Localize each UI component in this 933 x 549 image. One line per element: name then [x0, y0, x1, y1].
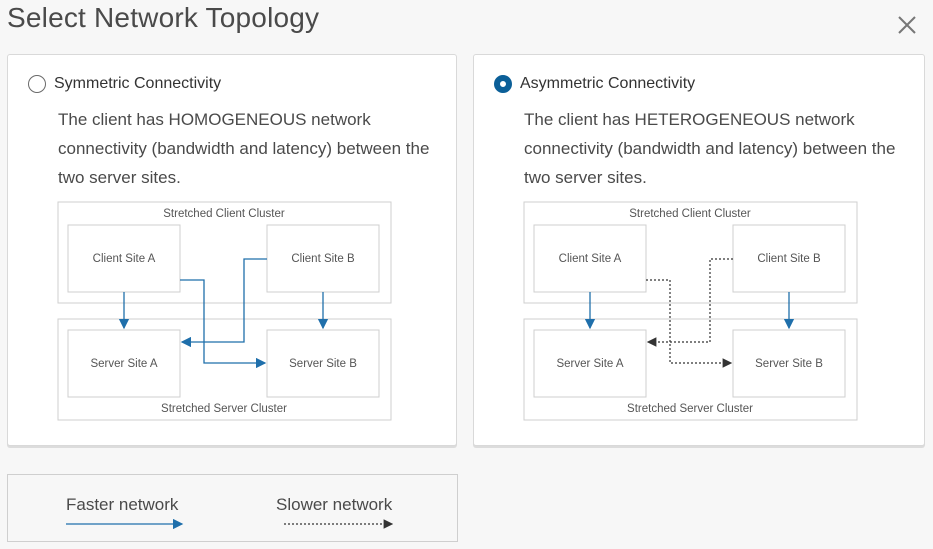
legend-slower-line	[284, 519, 394, 529]
radio-unchecked-icon[interactable]	[28, 75, 46, 93]
client-site-a-label: Client Site A	[559, 253, 622, 265]
network-legend: Faster network Slower network	[7, 474, 458, 542]
symmetric-topology-diagram: Stretched Client Cluster Client Site A C…	[57, 201, 392, 421]
legend-faster-label: Faster network	[66, 495, 179, 514]
asymmetric-option-card[interactable]: Asymmetric Connectivity The client has H…	[473, 54, 925, 446]
legend-faster-line	[66, 519, 184, 529]
asymmetric-radio-row[interactable]: Asymmetric Connectivity	[494, 73, 695, 95]
fast-link-cb-sa	[180, 258, 267, 348]
server-site-b-label: Server Site B	[755, 358, 823, 370]
slow-link-ca-sb	[646, 279, 733, 368]
slow-link-cb-sa	[646, 258, 733, 347]
client-site-a-box	[533, 224, 647, 293]
server-site-b-label: Server Site B	[289, 358, 357, 370]
asymmetric-option-label: Asymmetric Connectivity	[520, 75, 696, 92]
symmetric-option-card[interactable]: Symmetric Connectivity The client has HO…	[7, 54, 457, 446]
server-site-a-label: Server Site A	[90, 358, 157, 370]
close-icon	[898, 16, 916, 34]
client-site-a-label: Client Site A	[93, 253, 156, 265]
server-site-a-box	[67, 329, 181, 398]
legend-slower-label: Slower network	[276, 495, 393, 514]
symmetric-option-label: Symmetric Connectivity	[54, 75, 222, 92]
server-site-b-box	[266, 329, 380, 398]
fast-link-ca-sb	[180, 279, 267, 369]
server-site-a-label: Server Site A	[556, 358, 623, 370]
server-site-a-box	[533, 329, 647, 398]
close-button[interactable]	[895, 13, 919, 37]
radio-checked-icon[interactable]	[494, 75, 512, 93]
server-cluster-label: Stretched Server Cluster	[161, 403, 287, 415]
client-site-b-label: Client Site B	[757, 253, 821, 265]
client-cluster-label: Stretched Client Cluster	[629, 208, 751, 220]
asymmetric-description: The client has HETEROGENEOUS network con…	[524, 110, 896, 187]
asymmetric-topology-diagram: Stretched Client Cluster Client Site A C…	[523, 201, 858, 421]
server-site-b-box	[732, 329, 846, 398]
client-site-b-label: Client Site B	[291, 253, 355, 265]
server-cluster-label: Stretched Server Cluster	[627, 403, 753, 415]
symmetric-radio-row[interactable]: Symmetric Connectivity	[28, 73, 221, 95]
page-title: Select Network Topology	[7, 2, 320, 33]
client-site-a-box	[67, 224, 181, 293]
client-cluster-label: Stretched Client Cluster	[163, 208, 285, 220]
symmetric-description: The client has HOMOGENEOUS network conne…	[58, 110, 430, 187]
